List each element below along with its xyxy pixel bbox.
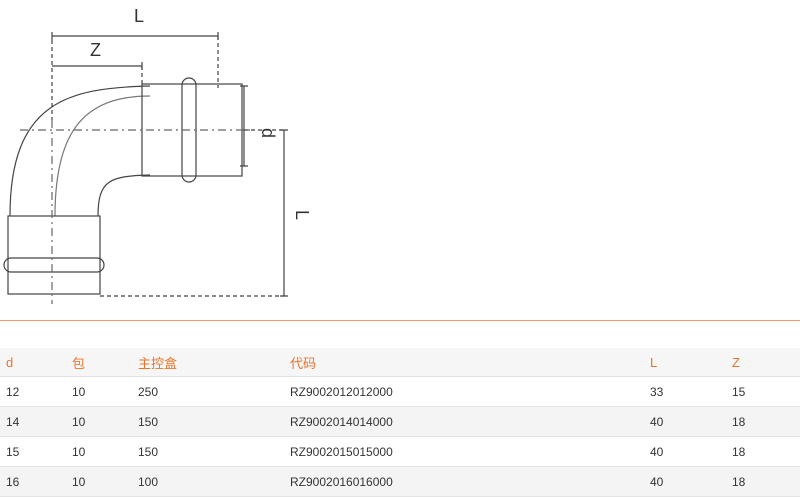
cell-code: RZ9002016016000 [284,466,644,497]
cell-master-box: 250 [132,376,284,407]
dim-Z [52,62,143,70]
cell-Z: 18 [726,466,800,497]
cell-L: 33 [644,376,726,407]
dim-L-top [51,32,219,40]
elbow-inner-curve [97,174,151,217]
cell-code: RZ9002015015000 [284,436,644,467]
header-d: d [0,348,66,377]
bottom-ring [3,257,105,273]
table-row: 16 10 100 RZ9002016016000 40 18 [0,466,800,497]
cell-Z: 15 [726,376,800,407]
header-pack: 包 [66,348,132,377]
cell-pack: 10 [66,406,132,437]
table-row: 15 10 150 RZ9002015015000 40 18 [0,436,800,467]
dim-L-side [280,129,288,297]
label-d: d [258,128,278,138]
cell-code: RZ9002012012000 [284,376,644,407]
section-divider [0,320,800,321]
cell-d: 12 [0,376,66,407]
cell-L: 40 [644,436,726,467]
cell-L: 40 [644,406,726,437]
label-L-side: L [292,210,312,220]
table-row: 12 10 250 RZ9002012012000 33 15 [0,376,800,407]
elbow-outer-curve [9,85,151,217]
cell-master-box: 150 [132,406,284,437]
cell-pack: 10 [66,376,132,407]
fitting-drawing: L Z d L [3,6,312,304]
cell-code: RZ9002014014000 [284,406,644,437]
cell-d: 15 [0,436,66,467]
spec-table: d 包 主控盒 代码 L Z 12 10 250 RZ9002012012000… [0,348,800,497]
cell-L: 40 [644,466,726,497]
bottom-socket [7,215,101,295]
cell-pack: 10 [66,436,132,467]
cell-pack: 10 [66,466,132,497]
cell-d: 16 [0,466,66,497]
cell-Z: 18 [726,436,800,467]
header-code: 代码 [284,348,644,377]
table-row: 14 10 150 RZ9002014014000 40 18 [0,406,800,437]
label-L-top: L [134,6,144,26]
header-master-box: 主控盒 [132,348,284,377]
right-socket [141,83,243,177]
cell-master-box: 150 [132,436,284,467]
header-Z: Z [726,348,800,377]
cell-d: 14 [0,406,66,437]
label-Z: Z [90,40,101,60]
header-L: L [644,348,726,377]
cell-master-box: 100 [132,466,284,497]
table-header-row: d 包 主控盒 代码 L Z [0,348,800,377]
elbow-diagram: L Z d L [3,6,312,304]
cell-Z: 18 [726,406,800,437]
dim-d [240,85,248,167]
